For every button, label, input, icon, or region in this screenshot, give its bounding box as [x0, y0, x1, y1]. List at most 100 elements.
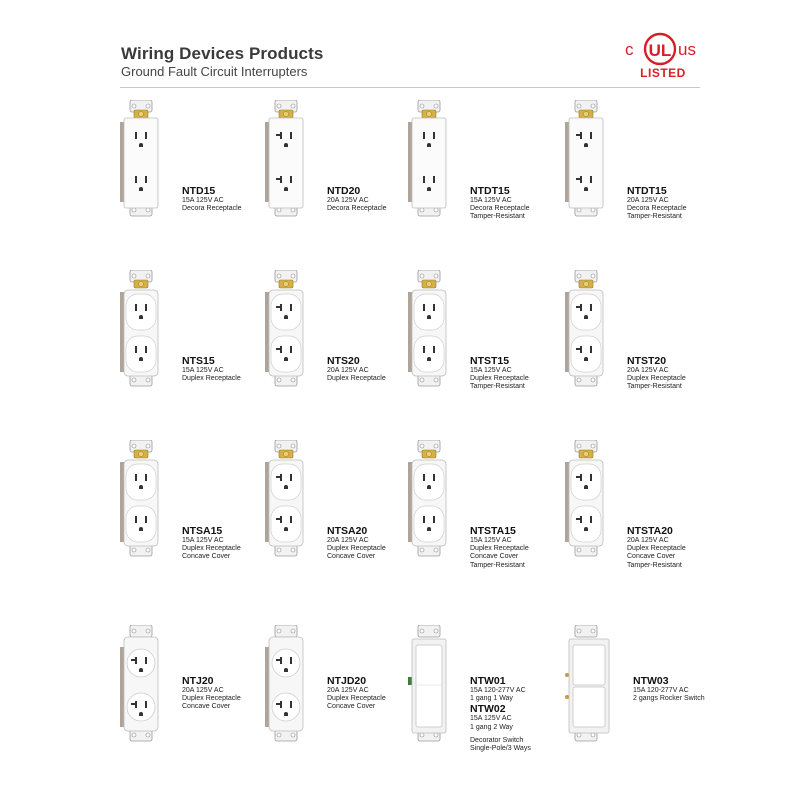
- decora-receptacle-icon: [565, 100, 604, 217]
- header-divider: [120, 87, 700, 88]
- product-spec-line: Duplex Receptacle: [182, 695, 241, 703]
- page-subtitle: Ground Fault Circuit Interrupters: [121, 64, 308, 79]
- product-code: NTST15: [470, 355, 510, 367]
- product-spec-line: Tamper-Resistant: [627, 383, 682, 391]
- decora-receptacle-icon: [120, 100, 159, 217]
- product-code: NTW02: [470, 703, 506, 716]
- product-spec-line: 15A 125V AC: [470, 197, 512, 204]
- product-spec-line: Decora Receptacle: [627, 205, 687, 213]
- product-spec-line: Decora Receptacle: [182, 205, 242, 213]
- concave-receptacle-icon: [265, 440, 304, 557]
- product-spec-line: Duplex Receptacle: [470, 375, 529, 383]
- product-code: NTS15: [182, 355, 215, 367]
- product-code: NTDT15: [470, 185, 510, 197]
- product-spec-line: Duplex Receptacle: [327, 375, 386, 383]
- product-spec-line: Tamper-Resistant: [470, 213, 525, 221]
- product-code: NTW01: [470, 675, 506, 687]
- decorator-switch-icon: [408, 625, 447, 742]
- product-spec-line: 20A 125V AC: [327, 367, 369, 374]
- product-code: NTJD20: [327, 675, 367, 687]
- product-code: NTSA20: [327, 525, 368, 537]
- duplex-receptacle-icon: [120, 270, 159, 387]
- product-spec-line: 20A 125V AC: [327, 687, 369, 694]
- product-spec-line: Decora Receptacle: [470, 205, 530, 213]
- product-spec-line: Concave Cover: [182, 553, 231, 561]
- product-spec-line: Decorator Switch: [470, 736, 524, 744]
- product-code: NTD15: [182, 185, 216, 197]
- logo-us: us: [678, 40, 696, 59]
- product-spec-line: 15A 125V AC: [470, 537, 512, 544]
- decora-receptacle-icon: [408, 100, 447, 217]
- product-spec-line: 1 gang 2 Way: [470, 723, 513, 731]
- product-code: NTSA15: [182, 525, 223, 537]
- product-spec-line: 2 gangs Rocker Switch: [633, 695, 705, 703]
- page-title: Wiring Devices Products: [121, 44, 324, 63]
- rocker-switch-icon: [565, 625, 610, 742]
- product-spec-line: 15A 125V AC: [470, 367, 512, 374]
- product-spec-line: 20A 125V AC: [327, 537, 369, 544]
- product-spec-line: 15A 125V AC: [182, 537, 224, 544]
- product-spec-line: 15A 125V AC: [182, 367, 224, 374]
- product-spec-line: 20A 125V AC: [327, 197, 369, 204]
- ul-mark-icon: c UL us: [625, 32, 696, 66]
- product-spec-line: Tamper-Resistant: [470, 561, 525, 569]
- concave-receptacle-icon: [408, 440, 447, 557]
- product-spec-line: 20A 125V AC: [182, 687, 224, 694]
- product-code: NTST20: [627, 355, 667, 367]
- product-spec-line: Concave Cover: [327, 553, 376, 561]
- product-spec-line: Concave Cover: [327, 703, 376, 711]
- product-spec-line: Tamper-Resistant: [627, 561, 682, 569]
- product-spec-line: Tamper-Resistant: [470, 383, 525, 391]
- product-spec-line: Concave Cover: [470, 553, 519, 561]
- product-spec-line: Concave Cover: [182, 703, 231, 711]
- product-code: NTSTA15: [470, 525, 516, 537]
- concave-receptacle-icon: [120, 440, 159, 557]
- duplex-receptacle-icon: [408, 270, 447, 387]
- product-code: NTD20: [327, 185, 361, 197]
- concave-receptacle-icon: [565, 440, 604, 557]
- logo-listed: LISTED: [640, 66, 686, 80]
- product-spec-line: 15A 120-277V AC: [633, 687, 689, 694]
- product-spec-line: Duplex Receptacle: [327, 545, 386, 553]
- product-code: NTDT15: [627, 185, 667, 197]
- round-receptacle-icon: [120, 625, 159, 742]
- product-spec-line: Single-Pole/3 Ways: [470, 745, 531, 753]
- product-spec-line: Duplex Receptacle: [627, 545, 686, 553]
- ul-listed-logo: c UL us LISTED: [622, 28, 702, 84]
- product-code: NTS20: [327, 355, 360, 367]
- product-spec-line: Duplex Receptacle: [627, 375, 686, 383]
- product-spec-line: 15A 125V AC: [470, 715, 512, 723]
- product-spec-line: 20A 125V AC: [627, 197, 669, 204]
- logo-ul: UL: [649, 41, 672, 60]
- product-code: NTJ20: [182, 675, 214, 687]
- product-spec-line: Concave Cover: [627, 553, 676, 561]
- product-spec-line: Duplex Receptacle: [182, 375, 241, 383]
- logo-c: c: [625, 40, 634, 59]
